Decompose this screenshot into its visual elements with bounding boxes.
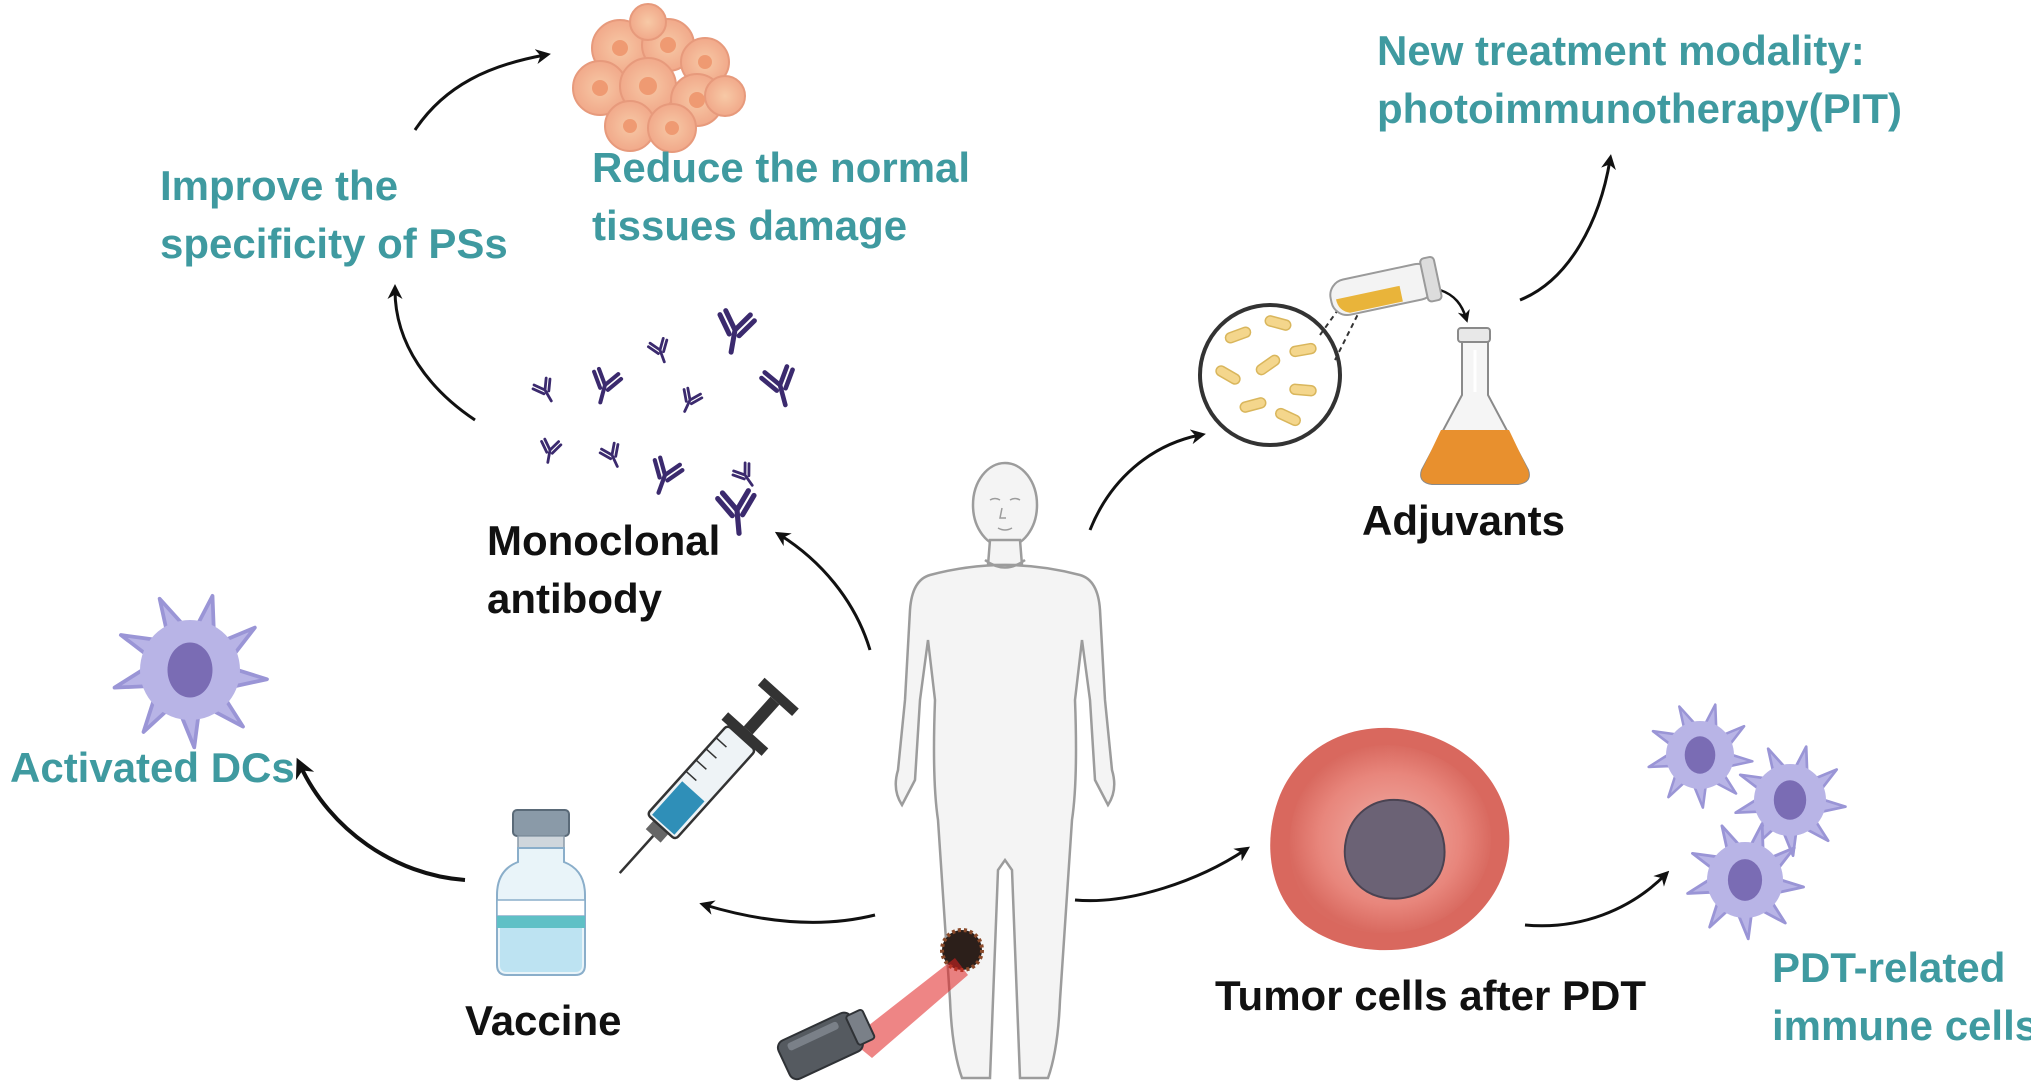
dendritic-cell-icon [1647, 703, 1754, 809]
label-reduce-damage-line1: Reduce the normal [592, 144, 971, 191]
arrow-tumor-to-immune [1524, 870, 1670, 928]
label-monoclonal-antibody: Monoclonal antibody [487, 520, 720, 636]
label-improve-specificity-line2: specificity of PSs [160, 220, 508, 267]
flask-icon [1420, 327, 1530, 485]
arrow-flask-pour [1439, 288, 1470, 323]
antibody-icon [531, 376, 553, 403]
label-tumor-cells: Tumor cells after PDT [1215, 972, 1646, 1019]
laser-device-icon [776, 958, 968, 1081]
syringe-icon [618, 677, 799, 874]
label-immune-cells-line1: PDT-related [1772, 944, 2006, 991]
label-improve-specificity: Improve the specificity of PSs [160, 165, 508, 281]
vaccine-vial-icon [496, 809, 586, 976]
label-vaccine: Vaccine [465, 997, 622, 1044]
antibody-icon [646, 336, 669, 364]
label-improve-specificity-line1: Improve the [160, 162, 399, 209]
label-new-modality-line2: photoimmunotherapy(PIT) [1377, 85, 1902, 132]
label-monoclonal-antibody-line1: Monoclonal [487, 517, 721, 564]
antibody-icon [715, 488, 757, 536]
arrow-adjuvants-to-modality [1519, 154, 1616, 302]
antibodies-group [531, 308, 795, 536]
antibody-icon [652, 455, 685, 495]
antibody-icon [717, 308, 757, 355]
dendritic-cell-icon [1686, 822, 1805, 941]
antibody-icon [598, 441, 620, 468]
antibody-icon [592, 366, 624, 405]
label-new-modality: New treatment modality: photoimmunothera… [1377, 30, 1902, 146]
arrow-specificity-to-reduce [413, 49, 551, 131]
arrows [295, 49, 1670, 928]
arrow-antibody-to-specificity [387, 284, 476, 422]
antibody-icon [540, 437, 563, 464]
arrow-body-to-vaccine [699, 900, 876, 924]
tumor-cell-icon [1270, 727, 1510, 951]
arrow-body-to-tumor [1074, 846, 1250, 903]
label-immune-cells: PDT-related immune cells [1772, 947, 2031, 1063]
face-features [989, 497, 1021, 531]
label-reduce-damage: Reduce the normal tissues damage [592, 147, 970, 263]
dendritic-cells-group [112, 594, 1847, 941]
antibody-icon [731, 461, 754, 487]
label-monoclonal-antibody-line2: antibody [487, 575, 662, 622]
label-adjuvants: Adjuvants [1362, 497, 1566, 544]
dendritic-cell-icon [112, 594, 269, 750]
label-new-modality-line1: New treatment modality: [1377, 27, 1865, 74]
antibody-icon [759, 364, 795, 408]
bacteria-culture-icon [1198, 299, 1361, 447]
label-activated-dcs: Activated DCs [10, 744, 295, 791]
arrow-body-to-antibody [774, 531, 872, 651]
arrow-body-to-adjuvants [1088, 429, 1206, 531]
dendritic-cell-icon [1734, 745, 1847, 858]
normal-tissue-cells-icon [572, 3, 746, 153]
label-immune-cells-line2: immune cells [1772, 1002, 2031, 1049]
label-reduce-damage-line2: tissues damage [592, 202, 908, 249]
arrow-vaccine-to-dcs [295, 757, 466, 882]
test-tube-icon [1329, 255, 1443, 317]
antibody-icon [682, 386, 704, 413]
